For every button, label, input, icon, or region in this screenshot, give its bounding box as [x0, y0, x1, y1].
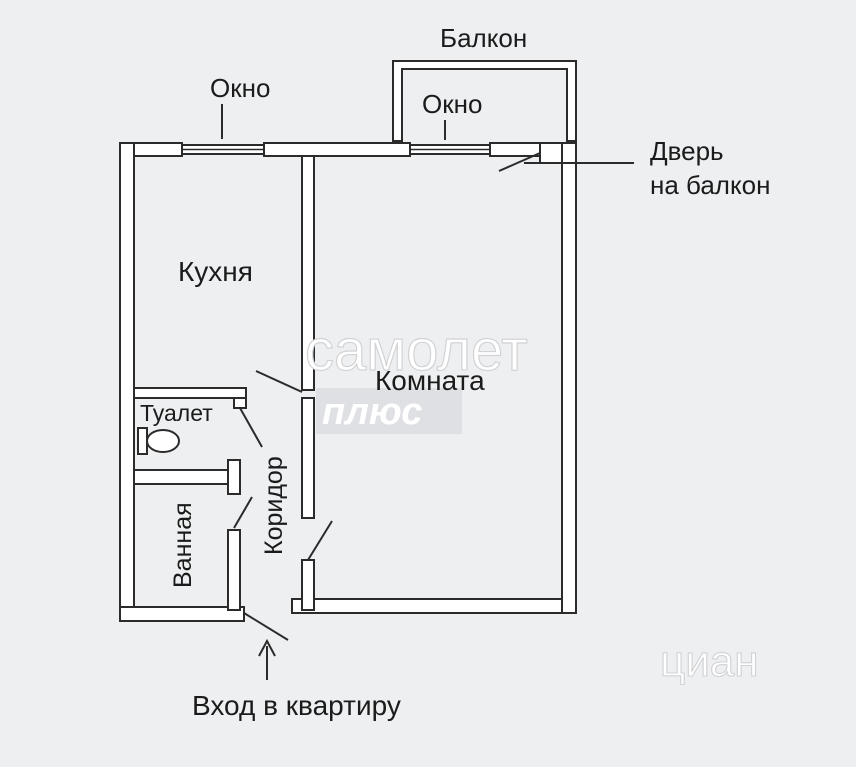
watermark-cian: циан: [659, 636, 759, 686]
label-balcony-door-line2: на балкон: [650, 170, 770, 200]
door-balcony: [498, 152, 541, 172]
watermark-brand-top: самолет: [305, 318, 528, 383]
label-window-balcony: Окно: [422, 89, 482, 119]
door-toilet: [239, 407, 263, 448]
watermark-cian-text: циан: [660, 637, 759, 686]
door-room: [307, 520, 333, 561]
door-entrance: [243, 612, 289, 641]
entrance-arrow-icon: [258, 638, 276, 680]
watermark-brand-bottom: плюс: [322, 391, 422, 433]
label-balcony-door-line1: Дверь: [650, 136, 724, 166]
label-balcony: Балкон: [440, 23, 527, 53]
toilet-fixture-icon: [137, 427, 180, 455]
balcony: [392, 60, 577, 142]
label-room: Комната: [375, 365, 485, 396]
label-corridor: Коридор: [260, 456, 288, 555]
door-kitchen: [255, 370, 303, 393]
label-entrance: Вход в квартиру: [192, 690, 401, 721]
label-kitchen: Кухня: [178, 256, 253, 287]
door-swings: [233, 152, 541, 641]
label-bathroom: Ванная: [169, 502, 197, 588]
watermark-samolet: самолет плюс: [304, 317, 528, 434]
windows: [181, 144, 491, 155]
label-window-left: Окно: [210, 73, 270, 103]
door-bathroom: [233, 496, 253, 529]
watermark-brand-box: [316, 388, 462, 434]
pointer-lines: [221, 104, 634, 164]
label-toilet: Туалет: [140, 400, 213, 426]
